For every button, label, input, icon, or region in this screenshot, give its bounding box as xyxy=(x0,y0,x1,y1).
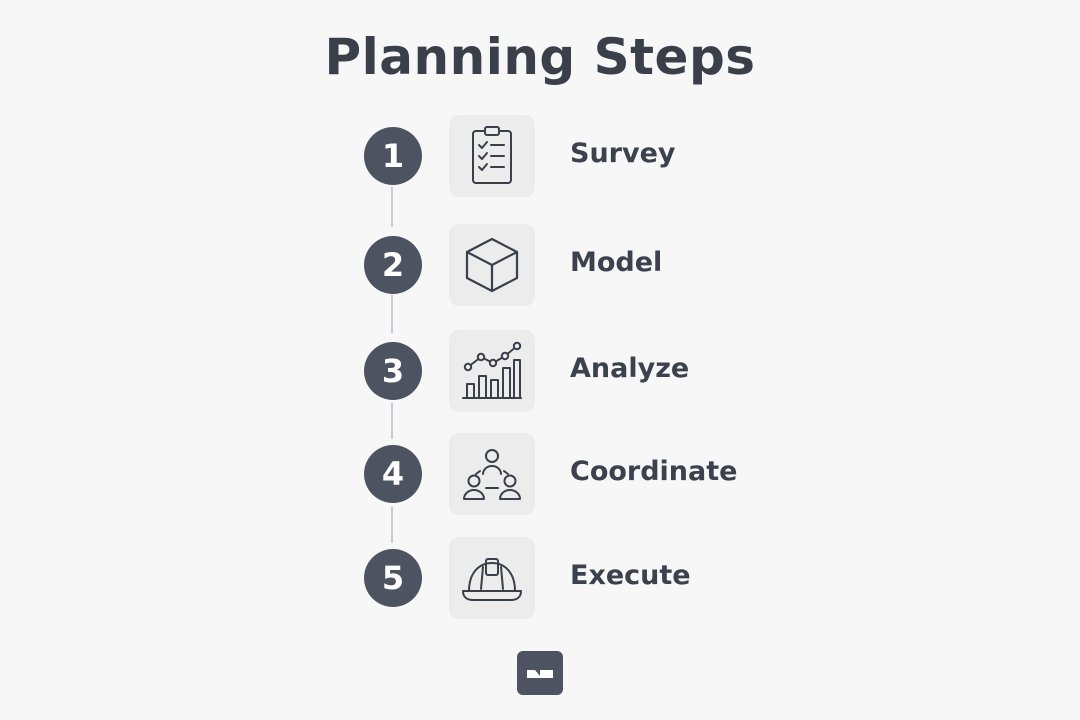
page-title: Planning Steps xyxy=(324,28,756,86)
step-execute: 5 Execute xyxy=(0,536,1080,620)
step-label: Model xyxy=(570,247,663,278)
brand-logo xyxy=(517,651,563,695)
step-number-badge: 4 xyxy=(364,445,422,503)
step-number-badge: 5 xyxy=(364,549,422,607)
step-label: Analyze xyxy=(570,353,690,384)
step-icon-tile xyxy=(449,115,535,197)
connector-line-2-3 xyxy=(391,295,393,333)
bar-line-chart-icon xyxy=(462,341,522,399)
step-label: Survey xyxy=(570,138,676,169)
step-model: 2 Model xyxy=(0,223,1080,307)
cube-icon xyxy=(465,237,519,293)
step-number-badge: 2 xyxy=(364,236,422,294)
step-number-badge: 1 xyxy=(364,127,422,185)
connector-line-1-2 xyxy=(391,187,393,227)
connector-line-4-5 xyxy=(391,507,393,543)
step-icon-tile xyxy=(449,330,535,412)
hard-hat-icon xyxy=(462,558,522,601)
step-label: Coordinate xyxy=(570,456,738,487)
brand-logo-icon xyxy=(527,670,553,678)
step-icon-tile xyxy=(449,537,535,619)
team-network-icon xyxy=(463,449,521,500)
connector-line-3-4 xyxy=(391,403,393,439)
step-analyze: 3 Analyze xyxy=(0,329,1080,413)
step-icon-tile xyxy=(449,224,535,306)
step-survey: 1 Survey xyxy=(0,114,1080,198)
step-number-badge: 3 xyxy=(364,342,422,400)
step-icon-tile xyxy=(449,433,535,515)
step-coordinate: 4 Coordinate xyxy=(0,432,1080,516)
clipboard-checklist-icon xyxy=(472,126,512,184)
step-label: Execute xyxy=(570,560,691,591)
